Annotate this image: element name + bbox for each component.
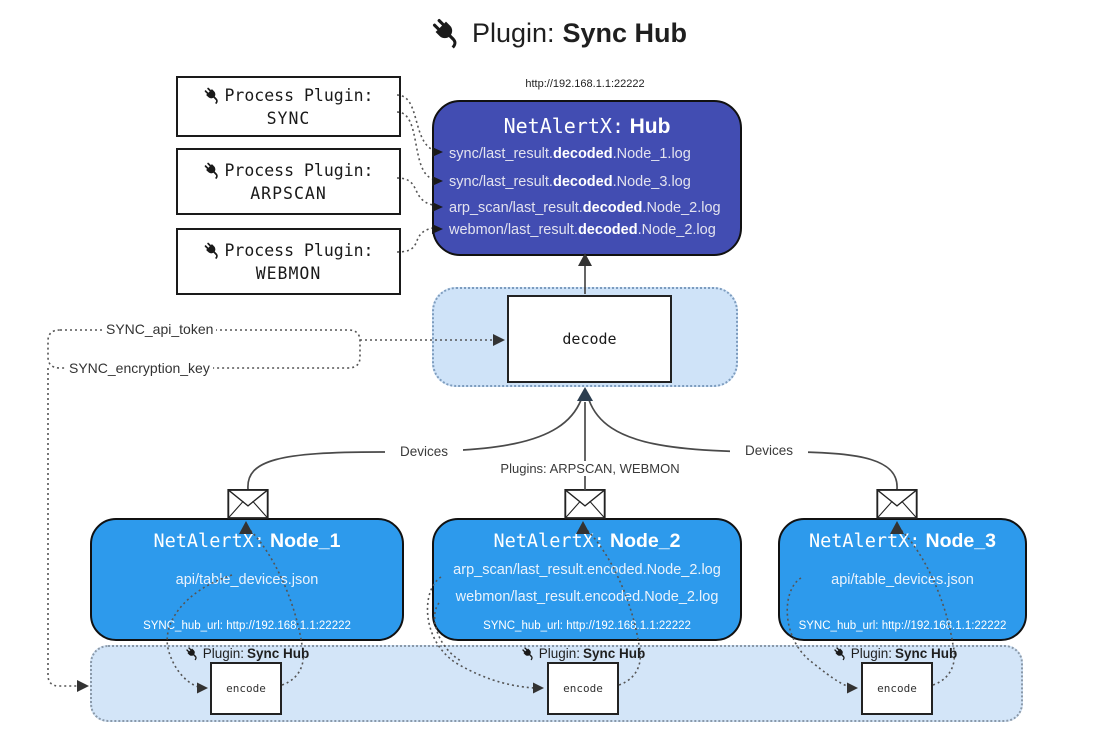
title-prefix: Plugin: <box>471 17 555 48</box>
plug-icon <box>205 162 219 179</box>
hub-log-line: sync/last_result.decoded.Node_1.log <box>449 146 691 162</box>
node-file-line: api/table_devices.json <box>175 572 319 588</box>
plug-icon <box>186 647 197 661</box>
hub-title-prefix: NetAlertX: <box>503 114 625 138</box>
node-hub-url: SYNC_hub_url: http://192.168.1.1:22222 <box>798 620 1007 632</box>
hub-log-line: arp_scan/last_result.decoded.Node_2.log <box>449 200 721 216</box>
process-plugin-label: Process Plugin: <box>224 240 374 260</box>
process-plugin-label: Process Plugin: <box>224 160 374 180</box>
sync-encryption-key-label: SYNC_encryption_key <box>66 360 213 376</box>
envelope-icon <box>564 489 606 519</box>
node-title: NetAlertX: Node_1 <box>153 530 341 552</box>
devices-edge-label-left: Devices <box>385 444 463 459</box>
encode-box: encode <box>210 662 282 715</box>
envelope-icon <box>227 489 269 519</box>
process-plugin-label: Process Plugin: <box>224 85 374 105</box>
devices-edge-label-right: Devices <box>730 443 808 458</box>
hub-log-line: webmon/last_result.decoded.Node_2.log <box>449 222 716 238</box>
node-hub-url: SYNC_hub_url: http://192.168.1.1:22222 <box>483 620 691 632</box>
hub-title-name: Hub <box>629 115 671 138</box>
decode-box: decode <box>507 295 672 383</box>
encoder-plugin-label: Plugin:Sync Hub <box>810 646 980 661</box>
page-title: Plugin: Sync Hub <box>0 16 1117 50</box>
node-title: NetAlertX: Node_3 <box>809 530 996 552</box>
plug-icon <box>205 87 219 104</box>
hub-title: NetAlertX: Hub <box>434 114 740 139</box>
plug-icon <box>834 647 845 661</box>
encoder-plugin-label: Plugin:Sync Hub <box>498 646 668 661</box>
sync-api-token-label: SYNC_api_token <box>103 321 217 337</box>
node-3-box: NetAlertX: Node_3 api/table_devices.json… <box>778 518 1027 641</box>
hub-url-label: http://192.168.1.1:22222 <box>525 78 645 90</box>
hub-box: NetAlertX: Hub sync/last_result.decoded.… <box>432 100 742 256</box>
title-name: Sync Hub <box>562 17 688 48</box>
node-file-line: webmon/last_result.encoded.Node_2.log <box>455 589 719 605</box>
plug-icon <box>432 18 457 49</box>
process-plugin-sync: Process Plugin: SYNC <box>176 76 401 137</box>
process-plugin-webmon: Process Plugin: WEBMON <box>176 228 401 295</box>
process-plugin-name: WEBMON <box>255 263 322 283</box>
node-file-line: arp_scan/last_result.encoded.Node_2.log <box>453 562 721 578</box>
hub-log-line: sync/last_result.decoded.Node_3.log <box>449 174 691 190</box>
node-title: NetAlertX: Node_2 <box>493 530 681 552</box>
plugins-edge-label: Plugins: ARPSCAN, WEBMON <box>496 461 684 476</box>
node-file-line: api/table_devices.json <box>831 572 974 588</box>
envelope-icon <box>876 489 918 519</box>
node-2-box: NetAlertX: Node_2 arp_scan/last_result.e… <box>432 518 742 641</box>
encoder-plugin-label: Plugin:Sync Hub <box>162 646 332 661</box>
node-1-box: NetAlertX: Node_1 api/table_devices.json… <box>90 518 404 641</box>
encode-box: encode <box>547 662 619 715</box>
encode-box: encode <box>861 662 933 715</box>
plug-icon <box>522 647 533 661</box>
process-plugin-arpscan: Process Plugin: ARPSCAN <box>176 148 401 215</box>
process-plugin-name: ARPSCAN <box>250 183 327 203</box>
plug-icon <box>205 242 219 259</box>
node-hub-url: SYNC_hub_url: http://192.168.1.1:22222 <box>143 620 351 632</box>
process-plugin-name: SYNC <box>266 108 311 128</box>
